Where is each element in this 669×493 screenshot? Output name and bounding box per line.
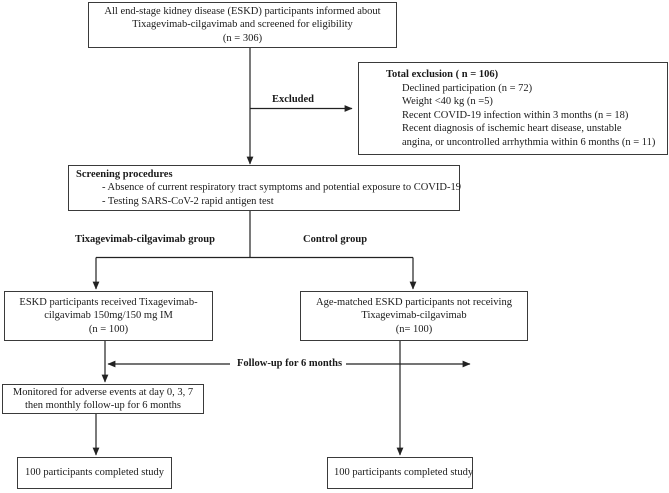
node-control: Age-matched ESKD participants not receiv… xyxy=(300,291,528,341)
exclusion-item-3: Recent COVID-19 infection within 3 month… xyxy=(402,109,629,121)
intervention-line-2: cilgavimab 150mg/150 mg IM xyxy=(44,310,173,322)
control-line-3: (n= 100) xyxy=(395,323,433,335)
node-enrollment: All end-stage kidney disease (ESKD) part… xyxy=(88,2,397,48)
label-excluded: Excluded xyxy=(272,94,315,106)
node-exclusion: Total exclusion ( n = 106) Declined part… xyxy=(358,62,668,155)
intervention-line-1: ESKD participants received Tixagevimab- xyxy=(19,296,198,308)
node-completed-right: 100 participants completed study xyxy=(327,457,473,489)
label-group-intervention: Tixagevimab-cilgavimab group xyxy=(75,234,215,246)
node-screening: Screening procedures - Absence of curren… xyxy=(68,165,461,211)
screening-item-2: - Testing SARS-CoV-2 rapid antigen test xyxy=(102,195,274,207)
intervention-line-3: (n = 100) xyxy=(88,323,129,335)
exclusion-heading: Total exclusion ( n = 106) xyxy=(386,69,499,80)
control-line-2: Tixagevimab-cilgavimab xyxy=(361,310,467,322)
control-line-1: Age-matched ESKD participants not receiv… xyxy=(316,296,512,308)
screening-item-1: - Absence of current respiratory tract s… xyxy=(102,182,461,194)
exclusion-item-2: Weight <40 kg (n =5) xyxy=(402,96,493,107)
exclusion-item-5: angina, or uncontrolled arrhythmia withi… xyxy=(402,136,656,148)
completed-left-line-1: 100 participants completed study xyxy=(24,467,165,479)
screening-heading: Screening procedures xyxy=(76,168,173,180)
enrollment-line-2: Tixagevimab-cilgavimab and screened for … xyxy=(132,19,353,31)
enrollment-line-3: (n = 306) xyxy=(222,32,263,44)
exclusion-item-4: Recent diagnosis of ischemic heart disea… xyxy=(402,123,622,134)
label-group-control: Control group xyxy=(303,234,368,246)
exclusion-item-1: Declined participation (n = 72) xyxy=(402,82,533,94)
enrollment-line-1: All end-stage kidney disease (ESKD) part… xyxy=(104,5,381,17)
monitoring-line-1: Monitored for adverse events at day 0, 3… xyxy=(12,386,194,398)
node-intervention: ESKD participants received Tixagevimab- … xyxy=(4,291,213,341)
node-completed-left: 100 participants completed study xyxy=(17,457,172,489)
completed-right-line-1: 100 participants completed study xyxy=(334,467,474,479)
node-monitoring: Monitored for adverse events at day 0, 3… xyxy=(2,384,204,414)
label-followup: Follow-up for 6 months xyxy=(233,358,347,370)
monitoring-line-2: then monthly follow-up for 6 months xyxy=(24,400,182,411)
